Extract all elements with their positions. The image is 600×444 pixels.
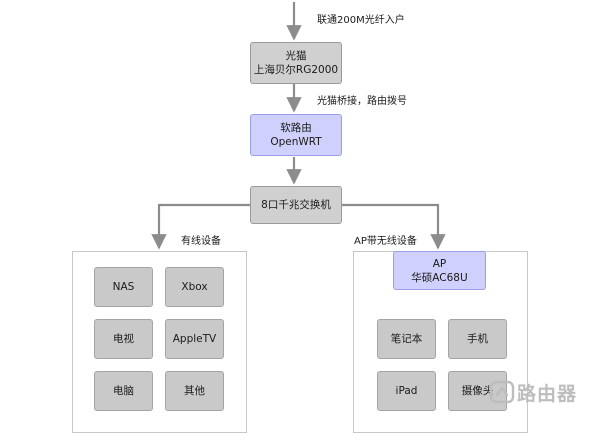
- modem-node: 光猫 上海贝尔RG2000: [250, 42, 342, 84]
- label-fiber-in: 联通200M光纤入户: [317, 15, 405, 26]
- device-appletv-label: AppleTV: [172, 333, 217, 345]
- device-xbox: Xbox: [165, 267, 224, 307]
- soft-router-title: 软路由: [280, 122, 312, 134]
- device-tv: 电视: [94, 319, 153, 359]
- device-ipad: iPad: [377, 371, 436, 411]
- device-computer: 电脑: [94, 371, 153, 411]
- device-xbox-label: Xbox: [181, 281, 208, 293]
- label-wired: 有线设备: [181, 236, 221, 247]
- device-computer-label: 电脑: [113, 385, 134, 397]
- watermark-text: 路由器: [517, 383, 578, 405]
- device-other-label: 其他: [184, 385, 205, 397]
- modem-model: 上海贝尔RG2000: [253, 64, 339, 76]
- label-bridge: 光猫桥接，路由拨号: [317, 96, 407, 107]
- arrow-switch-to-ap: [339, 203, 446, 250]
- device-other: 其他: [165, 371, 224, 411]
- switch-node: 8口千兆交换机: [250, 186, 342, 224]
- modem-title: 光猫: [285, 50, 307, 62]
- device-phone: 手机: [448, 319, 507, 359]
- soft-router-node: 软路由 OpenWRT: [250, 114, 342, 156]
- device-ipad-label: iPad: [395, 385, 418, 397]
- device-nas-label: NAS: [112, 281, 135, 293]
- device-camera-label: 摄像头: [461, 385, 494, 397]
- ap-model: 华硕AC68U: [411, 271, 468, 284]
- device-tv-label: 电视: [113, 333, 134, 345]
- ap-node: AP 华硕AC68U: [393, 251, 486, 290]
- arrow-switch-to-wired: [151, 203, 251, 250]
- device-nas: NAS: [94, 267, 153, 307]
- soft-router-os: OpenWRT: [270, 136, 322, 148]
- device-phone-label: 手机: [467, 333, 488, 345]
- label-wireless: AP带无线设备: [354, 236, 417, 247]
- device-laptop: 笔记本: [377, 319, 436, 359]
- device-camera: 摄像头: [448, 371, 507, 411]
- ap-title: AP: [432, 257, 447, 270]
- switch-label: 8口千兆交换机: [261, 199, 331, 211]
- router-logo-icon: [489, 380, 515, 404]
- device-appletv: AppleTV: [165, 319, 224, 359]
- device-laptop-label: 笔记本: [390, 333, 423, 345]
